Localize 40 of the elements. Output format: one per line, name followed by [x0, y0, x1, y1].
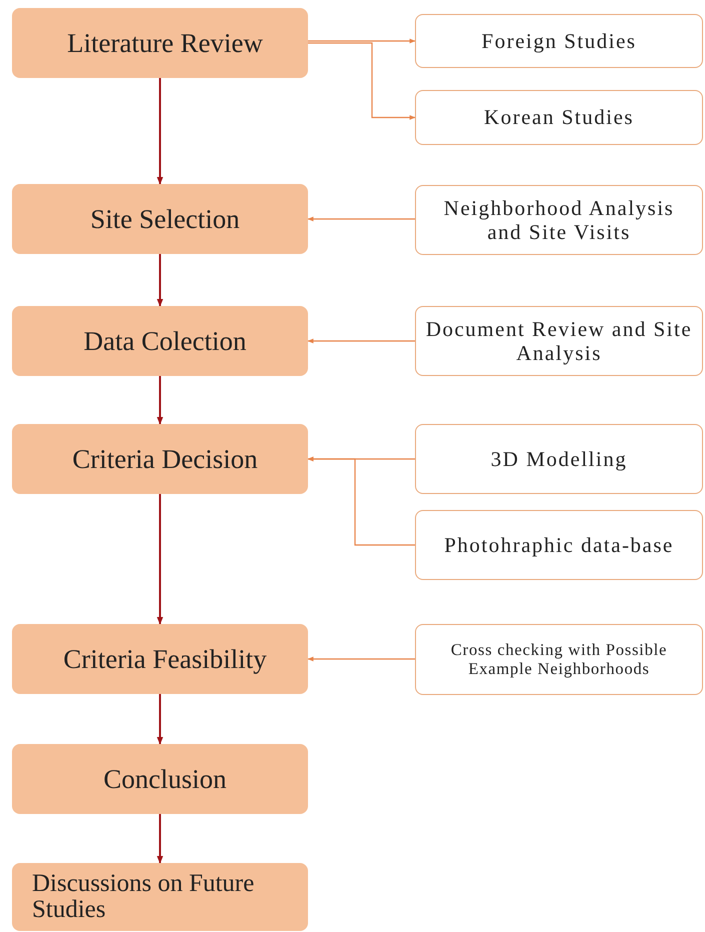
box-label: Foreign Studies [482, 28, 636, 54]
flow-arrow [156, 494, 164, 625]
box-label: Literature Review [66, 28, 264, 58]
process-box [12, 306, 308, 376]
flow-arrow [156, 694, 164, 745]
box-label: Neighborhood Analysis and Site Visits [442, 196, 676, 244]
connector-arrow [307, 456, 415, 546]
box-label: Criteria Feasibility [62, 644, 268, 674]
box-label: Document Review and Site Analysis [424, 316, 694, 366]
process-box [12, 8, 308, 78]
box-label: Discussions on Future Studies [32, 870, 256, 924]
process-box [12, 863, 308, 931]
box-label: Korean Studies [484, 105, 634, 130]
flow-arrow [156, 78, 164, 185]
input-box [415, 424, 703, 494]
box-label: Cross checking with Possible Example Neighborhoods [450, 640, 668, 678]
flow-arrow [156, 254, 164, 307]
input-box [415, 185, 703, 255]
process-box [12, 624, 308, 694]
input-box [415, 510, 703, 580]
connector-arrow [307, 338, 415, 344]
input-box [415, 90, 703, 145]
box-label: Criteria Decision [71, 444, 259, 474]
process-box [12, 424, 308, 494]
connector-arrow [307, 656, 415, 662]
flow-arrow [156, 814, 164, 864]
connector-arrow [308, 42, 416, 120]
box-label: Conclusion [102, 764, 228, 794]
input-box [415, 624, 703, 695]
input-box [415, 306, 703, 376]
connector-arrow [307, 216, 415, 222]
connector-arrow [308, 38, 416, 44]
input-box [415, 14, 703, 68]
box-label: Site Selection [89, 204, 241, 234]
flow-arrow [156, 376, 164, 425]
process-box [12, 744, 308, 814]
box-label: 3D Modelling [490, 446, 628, 472]
box-label: Data Colection [82, 326, 248, 356]
box-label: Photohraphic data-base [444, 532, 674, 558]
process-box [12, 184, 308, 254]
